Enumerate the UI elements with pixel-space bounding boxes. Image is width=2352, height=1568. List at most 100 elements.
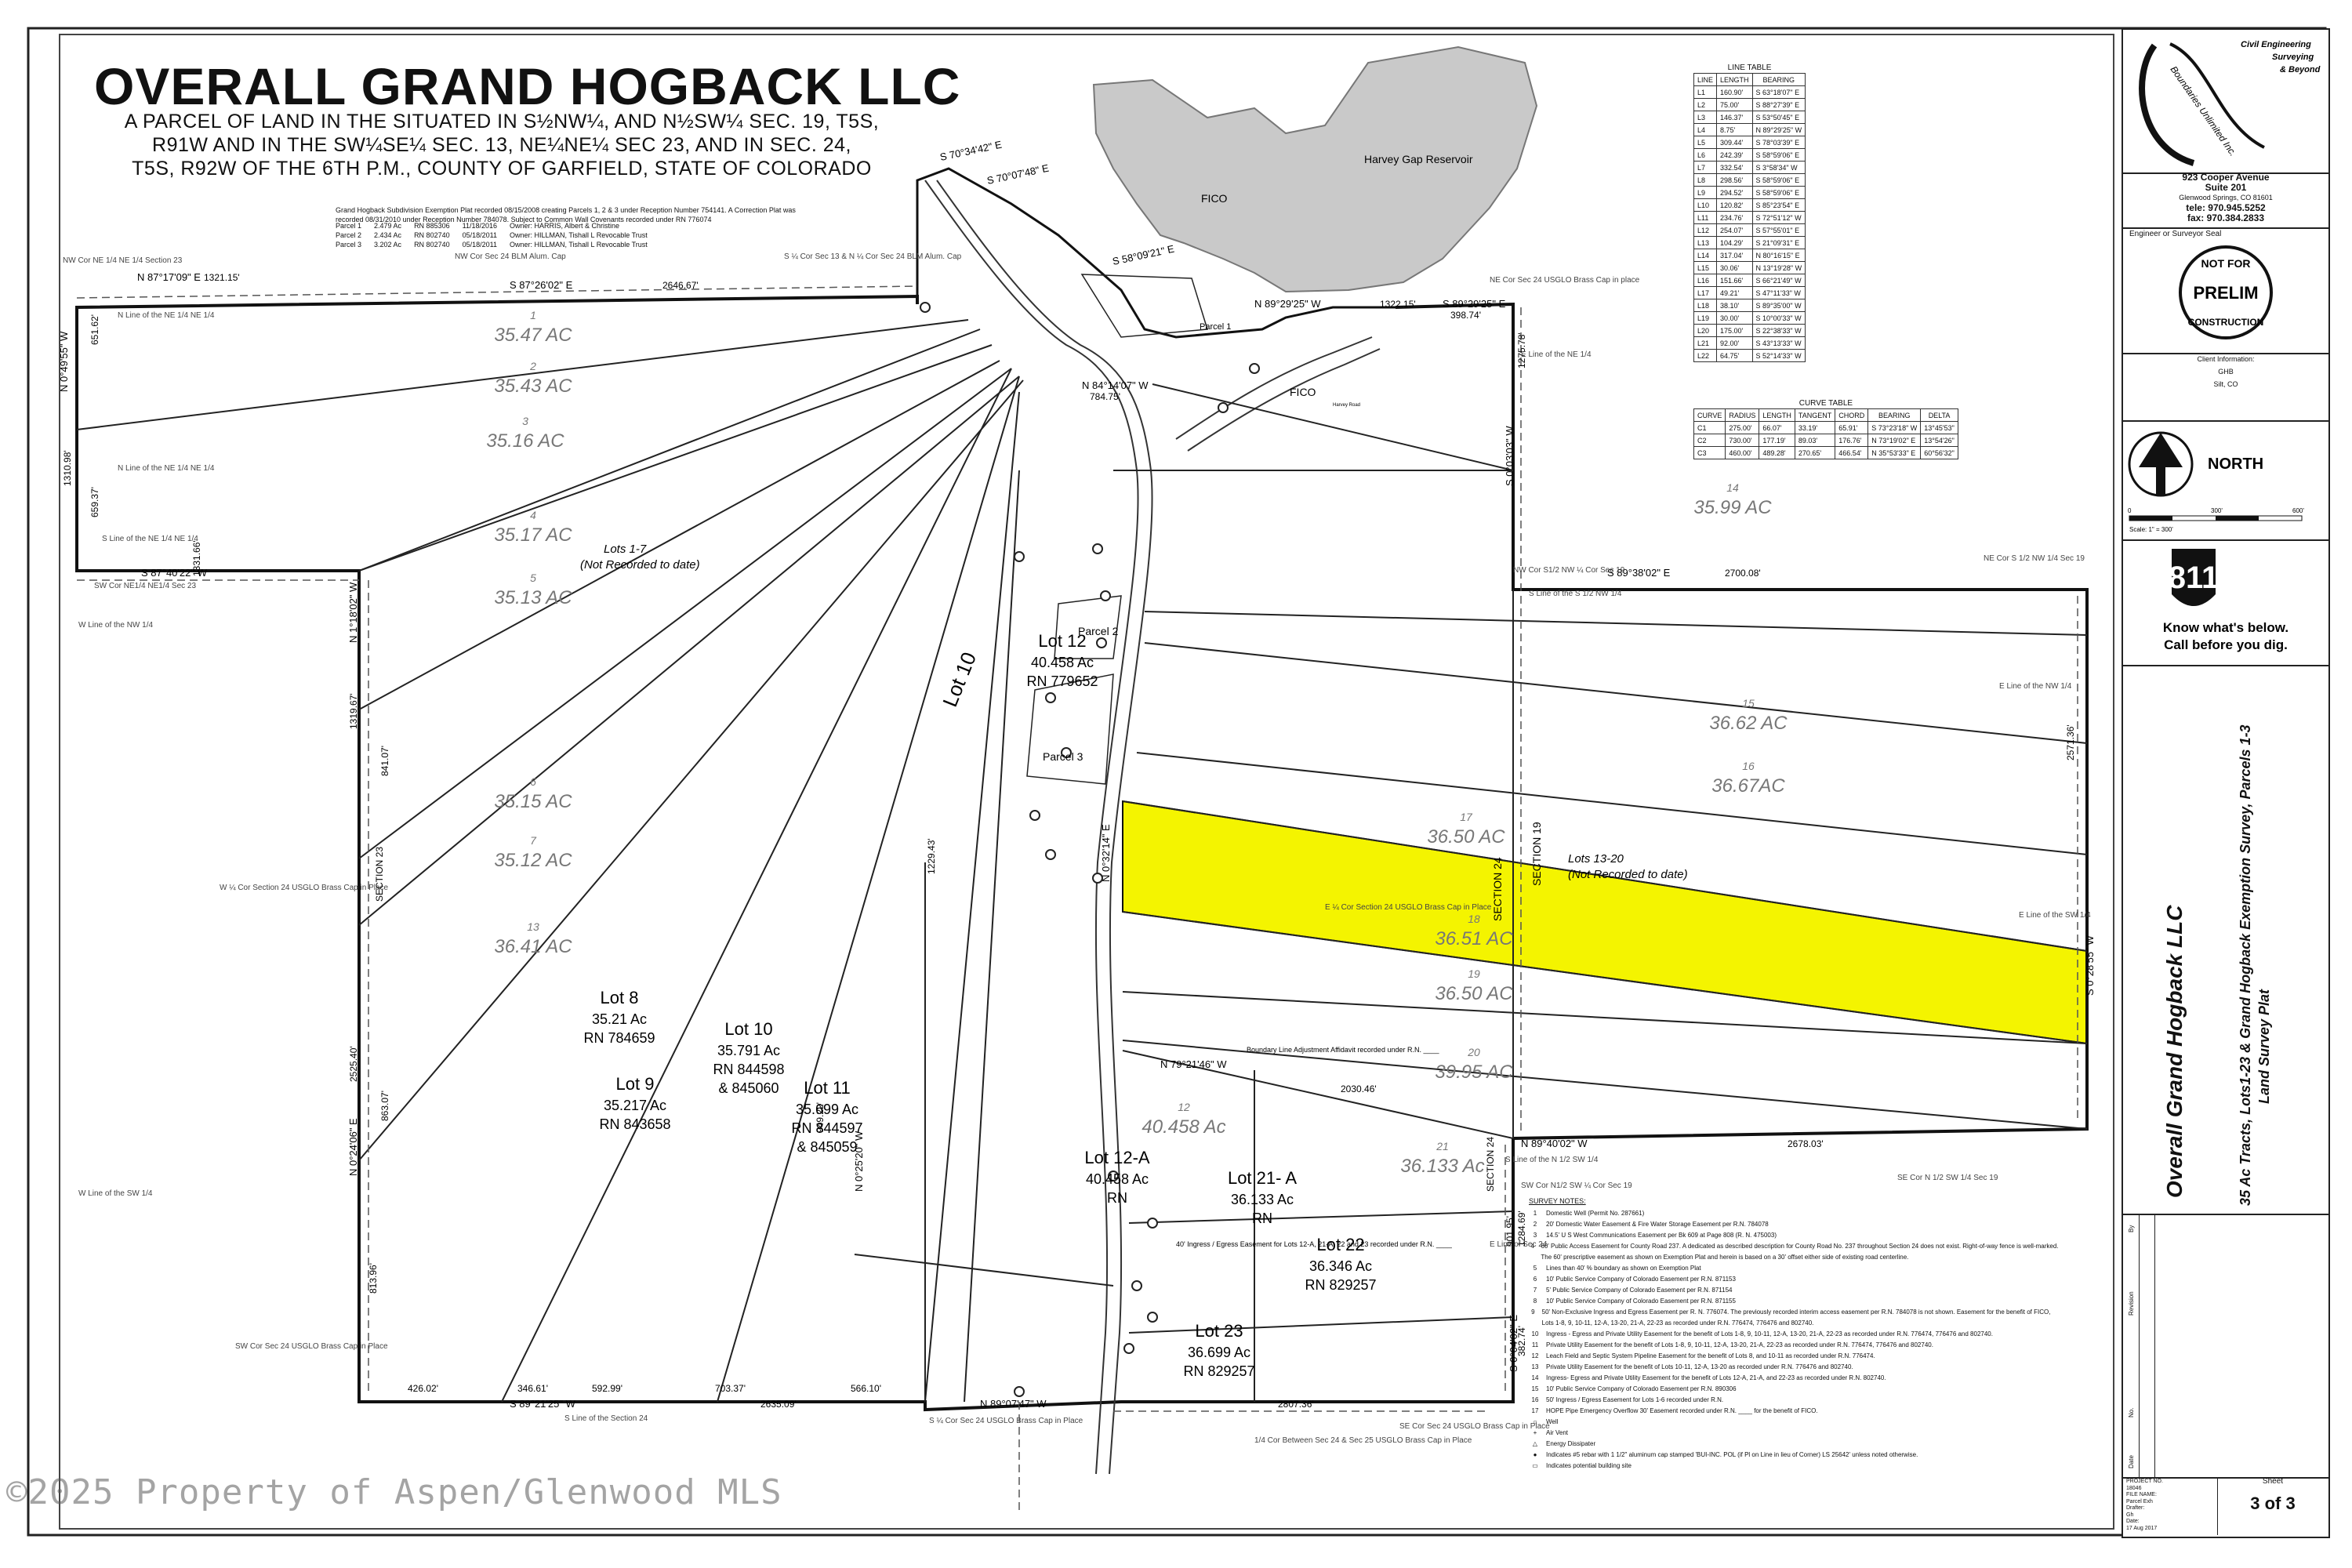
east-lot-lines bbox=[854, 383, 2088, 1402]
legend-symbol: ▭ bbox=[1532, 1462, 1538, 1469]
revision-column bbox=[2139, 1214, 2155, 1477]
lot-area-label: 40.458 Ac bbox=[1031, 655, 1094, 670]
table-cell: S 21°09'31" E bbox=[1751, 236, 1806, 249]
table-header-cell: BEARING bbox=[1867, 408, 1922, 422]
lot-number-label: 5 bbox=[530, 572, 536, 584]
firm-name-line: & Beyond bbox=[2280, 65, 2321, 74]
stamp-top: NOT FOR bbox=[2201, 257, 2251, 270]
dimension-label: 398.74' bbox=[1450, 310, 1481, 321]
lot-area-label: 35.16 AC bbox=[486, 430, 564, 452]
lot-number-label: 20 bbox=[1467, 1046, 1480, 1058]
table-cell: L16 bbox=[1693, 274, 1718, 287]
corner-label: NW Cor S1/2 NW ¼ Cor Sec 19 bbox=[1513, 565, 1625, 575]
bearing-label: N 0°24'06" E bbox=[347, 1118, 359, 1176]
dimension-label: 901.95' bbox=[1504, 1216, 1515, 1247]
table-cell: 8.75' bbox=[1716, 123, 1753, 136]
corner-label: E Line of the SW 1/4 bbox=[2019, 911, 2091, 920]
revision-label: No. bbox=[2128, 1407, 2135, 1417]
table-cell: S 47°11'33" W bbox=[1751, 286, 1806, 299]
survey-markers bbox=[920, 302, 1260, 1397]
legend-text: Lines than 40' % boundary as shown on Ex… bbox=[1546, 1265, 1701, 1272]
dimension-label: 2571.36' bbox=[2065, 724, 2076, 760]
dimension-label: 949.22' bbox=[815, 1102, 826, 1133]
title-block: Civil Engineering Surveying & Beyond Bou… bbox=[2122, 28, 2330, 1538]
lot-area-label: 36.133 Ac bbox=[1400, 1156, 1484, 1177]
table-cell: 13°54'26" bbox=[1920, 434, 1958, 447]
legend-text: 14.5' U S West Communications Easement p… bbox=[1546, 1232, 1777, 1239]
legend-text: Indicates #5 rebar with 1 1/2" aluminum … bbox=[1546, 1451, 1918, 1458]
corner-label: E ¼ Cor Section 24 USGLO Brass Cap in Pl… bbox=[1325, 902, 1492, 912]
stamp-middle: PRELIM bbox=[2193, 283, 2258, 303]
table-cell: 104.29' bbox=[1716, 236, 1753, 249]
lot-number-label: 14 bbox=[1726, 481, 1739, 494]
scale-tick: 600' bbox=[2292, 507, 2304, 514]
project-line: Gh bbox=[2126, 1512, 2134, 1518]
corner-label: S Line of the S 1/2 NW 1/4 bbox=[1529, 590, 1622, 598]
corner-label: NE Cor S 1/2 NW 1/4 Sec 19 bbox=[1984, 554, 2085, 563]
scale-tick: 300' bbox=[2211, 507, 2223, 514]
client-city: Silt, CO bbox=[2213, 380, 2238, 388]
legend-text: HOPE Pipe Emergency Overflow 30' Easemen… bbox=[1546, 1407, 1818, 1414]
lots-note: Lots 13-20 bbox=[1568, 852, 1624, 866]
bearing-label: S 58°09'21" E bbox=[1112, 243, 1176, 267]
table-header-cell: LENGTH bbox=[1716, 73, 1753, 86]
corner-label: W Line of the SW 1/4 bbox=[78, 1189, 153, 1198]
lot-rn-label: RN 779652 bbox=[1026, 673, 1098, 689]
table-cell: 13°45'53" bbox=[1920, 421, 1958, 434]
legend-text: 60' Public Access Easement for County Ro… bbox=[1541, 1243, 2059, 1261]
table-cell: 120.82' bbox=[1716, 198, 1753, 212]
table-header-cell: LINE bbox=[1693, 73, 1718, 86]
call-811-badge: 811 Know what's below. Call before you d… bbox=[2163, 549, 2288, 652]
lot-rn-label: RN 784659 bbox=[583, 1030, 655, 1046]
table-cell: 151.66' bbox=[1716, 274, 1753, 287]
lot-number-label: 15 bbox=[1742, 697, 1755, 710]
call-line-1: Know what's below. bbox=[2163, 620, 2288, 635]
parcel-cell: Parcel 3 bbox=[336, 241, 362, 249]
lot-rn-label: & 845059 bbox=[797, 1139, 857, 1155]
legend-text: 50' Ingress / Egress Easement for Lots 1… bbox=[1546, 1396, 1724, 1403]
corner-label: SW Cor N1/2 SW ¼ Cor Sec 19 bbox=[1521, 1181, 1632, 1190]
legend-text: Well bbox=[1546, 1418, 1559, 1425]
line-table-caption: LINE TABLE bbox=[1727, 64, 1772, 72]
plat-title: OVERALL GRAND HOGBACK LLC bbox=[94, 57, 961, 115]
bearing-label: S 0°28'55" W bbox=[2084, 935, 2096, 996]
legend-item: ▭Indicates potential building site bbox=[1529, 1461, 2062, 1472]
shield-icon bbox=[2172, 549, 2216, 606]
seal-label: Engineer or Surveyor Seal bbox=[2129, 230, 2222, 238]
lot-area-label: 35.99 AC bbox=[1693, 497, 1772, 518]
corner-label: SW Cor Sec 24 USGLO Brass Cap in Place bbox=[235, 1342, 388, 1351]
lots-note: (Not Recorded to date) bbox=[1568, 868, 1688, 881]
table-cell: 489.28' bbox=[1759, 446, 1795, 459]
lot-area-label: 36.50 AC bbox=[1435, 983, 1513, 1004]
table-cell: L19 bbox=[1693, 311, 1718, 325]
project-title-section: Overall Grand Hogback LLC 35 Ac Tracts, … bbox=[2123, 665, 2328, 1215]
bearing-label: N 0°25'20" W bbox=[853, 1131, 865, 1192]
corner-label: SW Cor NE1/4 NE1/4 Sec 23 bbox=[94, 582, 196, 590]
lot-number-label: 12 bbox=[1178, 1101, 1190, 1113]
corner-label: S Line of the N 1/2 SW 1/4 bbox=[1505, 1156, 1599, 1164]
table-cell: 30.00' bbox=[1716, 311, 1753, 325]
bearing-label: N 84°14'07" W bbox=[1082, 379, 1149, 391]
lot-area-label: 35.17 AC bbox=[494, 524, 572, 546]
corner-label: 1/4 Cor Between Sec 24 & Sec 25 USGLO Br… bbox=[1254, 1436, 1472, 1445]
west-tract-boundary bbox=[75, 294, 1515, 1412]
table-cell: L1 bbox=[1693, 85, 1718, 99]
legend-symbol: ● bbox=[1533, 1451, 1537, 1458]
table-cell: L13 bbox=[1693, 236, 1718, 249]
table-cell: L6 bbox=[1693, 148, 1718, 162]
lot-number-label: 1 bbox=[530, 309, 536, 321]
